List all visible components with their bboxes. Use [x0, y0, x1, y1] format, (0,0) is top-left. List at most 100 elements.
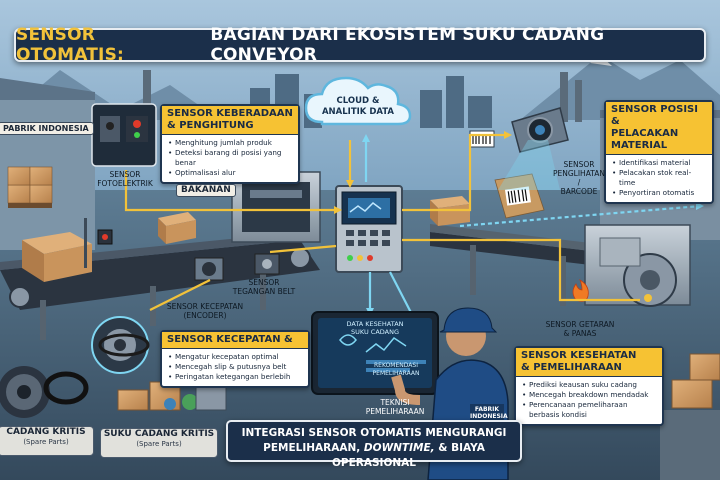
box-stack-right	[660, 353, 720, 480]
callout-speed-sensor: SENSOR KECEPATAN & Mengatur kecepatan op…	[160, 330, 310, 388]
vibration-label-line2: & PANAS	[563, 329, 597, 338]
parcel-box-right	[430, 196, 470, 226]
photoelectric-sensor	[84, 218, 113, 268]
cloud-line2: ANALITIK DATA	[321, 107, 395, 117]
callout-title-line1: SENSOR KEBERADAAN	[167, 108, 293, 119]
footer-line2: PEMELIHARAAN, DOWNTIME, & BIAYA OPERASIO…	[228, 441, 520, 471]
vision-label-line1: SENSOR	[563, 160, 595, 169]
encoder-label: SENSOR KECEPATAN (ENCODER)	[160, 302, 250, 320]
tablet-line1: DATA KESEHATAN	[346, 320, 404, 328]
technician-label-line2: PEMELIHARAAN	[365, 407, 425, 416]
photoelectric-label-line2: FOTOELEKTRIK	[97, 179, 153, 188]
vision-label-line3: BARCODE	[560, 187, 598, 196]
vision-label-line2: PENGLIHATAN /	[552, 169, 605, 187]
flame-icon	[572, 278, 589, 302]
encoder-label-line2: (ENCODER)	[183, 311, 227, 320]
spare-parts-left	[0, 366, 89, 418]
box-in-tunnel	[158, 212, 196, 244]
critical-left-title: CADANG KRITIS	[6, 427, 86, 437]
tablet-screen-text-2: REKOMENDASI PEMELIHARAAN	[360, 362, 432, 378]
callout-header: SENSOR KECEPATAN &	[162, 332, 308, 349]
list-item: Mencegah slip & putusnya belt	[168, 362, 303, 372]
barcode-icon	[469, 130, 495, 148]
photoelectric-label-line1: SENSOR	[109, 170, 141, 179]
callout-title-line1: SENSOR KESEHATAN	[521, 350, 637, 361]
tablet-screen-text: DATA KESEHATAN SUKU CADANG	[318, 320, 432, 336]
callout-header: SENSOR KEBERADAAN & PENGHITUNG	[162, 106, 298, 135]
cloud-label: CLOUD & ANALITIK DATA	[316, 96, 400, 118]
encoder-inset	[91, 316, 150, 374]
callout-list: Menghitung jumlah produk Deteksi barang …	[162, 135, 298, 182]
box-on-belt	[22, 232, 92, 282]
list-item: Mencegah breakdown mendadak	[522, 390, 657, 400]
technician-label-line1: TEKNISI	[380, 398, 410, 407]
list-item: Mengatur kecepatan optimal	[168, 352, 303, 362]
list-item: Deteksi barang di posisi yang benar	[168, 148, 293, 168]
critical-mid-sub: (Spare Parts)	[136, 440, 182, 448]
list-item: Optimalisasi alur	[168, 168, 293, 178]
vest-line1: FABRIK	[474, 406, 500, 413]
belt-tension-label: SENSOR TEGANGAN BELT	[224, 278, 304, 296]
vision-sensor-label: SENSOR PENGLIHATAN / BARCODE	[552, 160, 606, 196]
cloud-icon	[304, 76, 412, 126]
critical-parts-mid: SUKU CADANG KRITIS (Spare Parts)	[100, 428, 218, 458]
list-item: Perencanaan pemeliharaan berbasis kondis…	[522, 400, 657, 420]
callout-header: SENSOR KESEHATAN & PEMELIHARAAN	[516, 348, 662, 377]
vibration-label-line1: SENSOR GETARAN	[545, 320, 615, 329]
critical-mid-title: SUKU CADANG KRITIS	[103, 429, 215, 439]
gear-motor	[584, 224, 691, 307]
cloud-line1: CLOUD &	[336, 96, 380, 106]
control-cabinet	[335, 185, 403, 273]
callout-position-sensor: SENSOR POSISI & PELACAKAN MATERIAL Ident…	[604, 100, 714, 204]
callout-presence-sensor: SENSOR KEBERADAAN & PENGHITUNG Menghitun…	[160, 104, 300, 184]
photoelectric-inset	[91, 103, 157, 167]
footer-line1: INTEGRASI SENSOR OTOMATIS MENGURANGI	[241, 427, 507, 439]
factory-label: PABRIK INDONESIA	[0, 122, 94, 135]
footer-banner: INTEGRASI SENSOR OTOMATIS MENGURANGI PEM…	[226, 420, 522, 469]
tablet	[311, 311, 439, 395]
callout-title-line2: PELACAKAN MATERIAL	[611, 128, 679, 151]
box-stack-left	[7, 166, 53, 208]
list-item: Peringatan ketegangan berlebih	[168, 372, 303, 382]
vest-label: FABRIK INDONESIA	[470, 406, 508, 420]
callout-title-line2: & PENGHITUNG	[167, 120, 254, 131]
callout-title-line1: SENSOR POSISI &	[611, 104, 698, 127]
smokestack	[143, 70, 151, 120]
list-item: Prediksi keausan suku cadang	[522, 380, 657, 390]
list-item: Penyortiran otomatis	[612, 188, 707, 198]
title-rest: BAGIAN DARI EKOSISTEM SUKU CADANG CONVEY…	[210, 25, 605, 65]
vision-camera	[498, 107, 569, 190]
parcel-bag	[494, 173, 545, 219]
smokestack	[575, 80, 582, 122]
belt-label-line1: SENSOR	[248, 278, 280, 287]
list-item: Pelacakan stok real-time	[612, 168, 707, 188]
footer-line2-b: & BIAYA OPERASIONAL	[331, 442, 485, 469]
smokestack	[560, 72, 568, 122]
encoder-label-line1: SENSOR KECEPATAN	[166, 302, 244, 311]
page-title: SENSOR OTOMATIS: BAGIAN DARI EKOSISTEM S…	[14, 25, 706, 65]
tablet-line4: PEMELIHARAAN	[372, 370, 420, 377]
title-highlight: SENSOR OTOMATIS:	[16, 25, 125, 65]
callout-health-sensor: SENSOR KESEHATAN & PEMELIHARAAN Prediksi…	[514, 346, 664, 426]
callout-title-line2: & PEMELIHARAAN	[521, 362, 622, 373]
belt-label-line2: TEGANGAN BELT	[232, 287, 296, 296]
tablet-line2: SUKU CADANG	[350, 328, 400, 336]
callout-header: SENSOR POSISI & PELACAKAN MATERIAL	[606, 102, 712, 155]
technician-label: TEKNISI PEMELIHARAAN	[360, 398, 430, 416]
belt-tension-sensor	[254, 253, 280, 275]
critical-left-sub: (Spare Parts)	[23, 438, 69, 446]
callout-list: Prediksi keausan suku cadang Mencegah br…	[516, 377, 662, 424]
footer-line2-em: DOWNTIME,	[363, 442, 435, 454]
vest-line2: INDONESIA	[470, 413, 508, 420]
list-item: Menghitung jumlah produk	[168, 138, 293, 148]
tablet-line3: REKOMENDASI	[374, 362, 418, 369]
footer-line2-a: PEMELIHARAAN,	[263, 442, 361, 454]
photoelectric-label: SENSOR FOTOELEKTRIK	[96, 170, 154, 188]
critical-parts-left: CADANG KRITIS (Spare Parts)	[0, 426, 94, 456]
list-item: Identifikasi material	[612, 158, 707, 168]
callout-list: Mengatur kecepatan optimal Mencegah slip…	[162, 349, 308, 386]
encoder-sensor	[194, 257, 224, 281]
arrowheads	[334, 131, 704, 316]
vibration-sensor-label: SENSOR GETARAN & PANAS	[540, 320, 620, 338]
bakanan-label: BAKANAN	[176, 184, 236, 197]
